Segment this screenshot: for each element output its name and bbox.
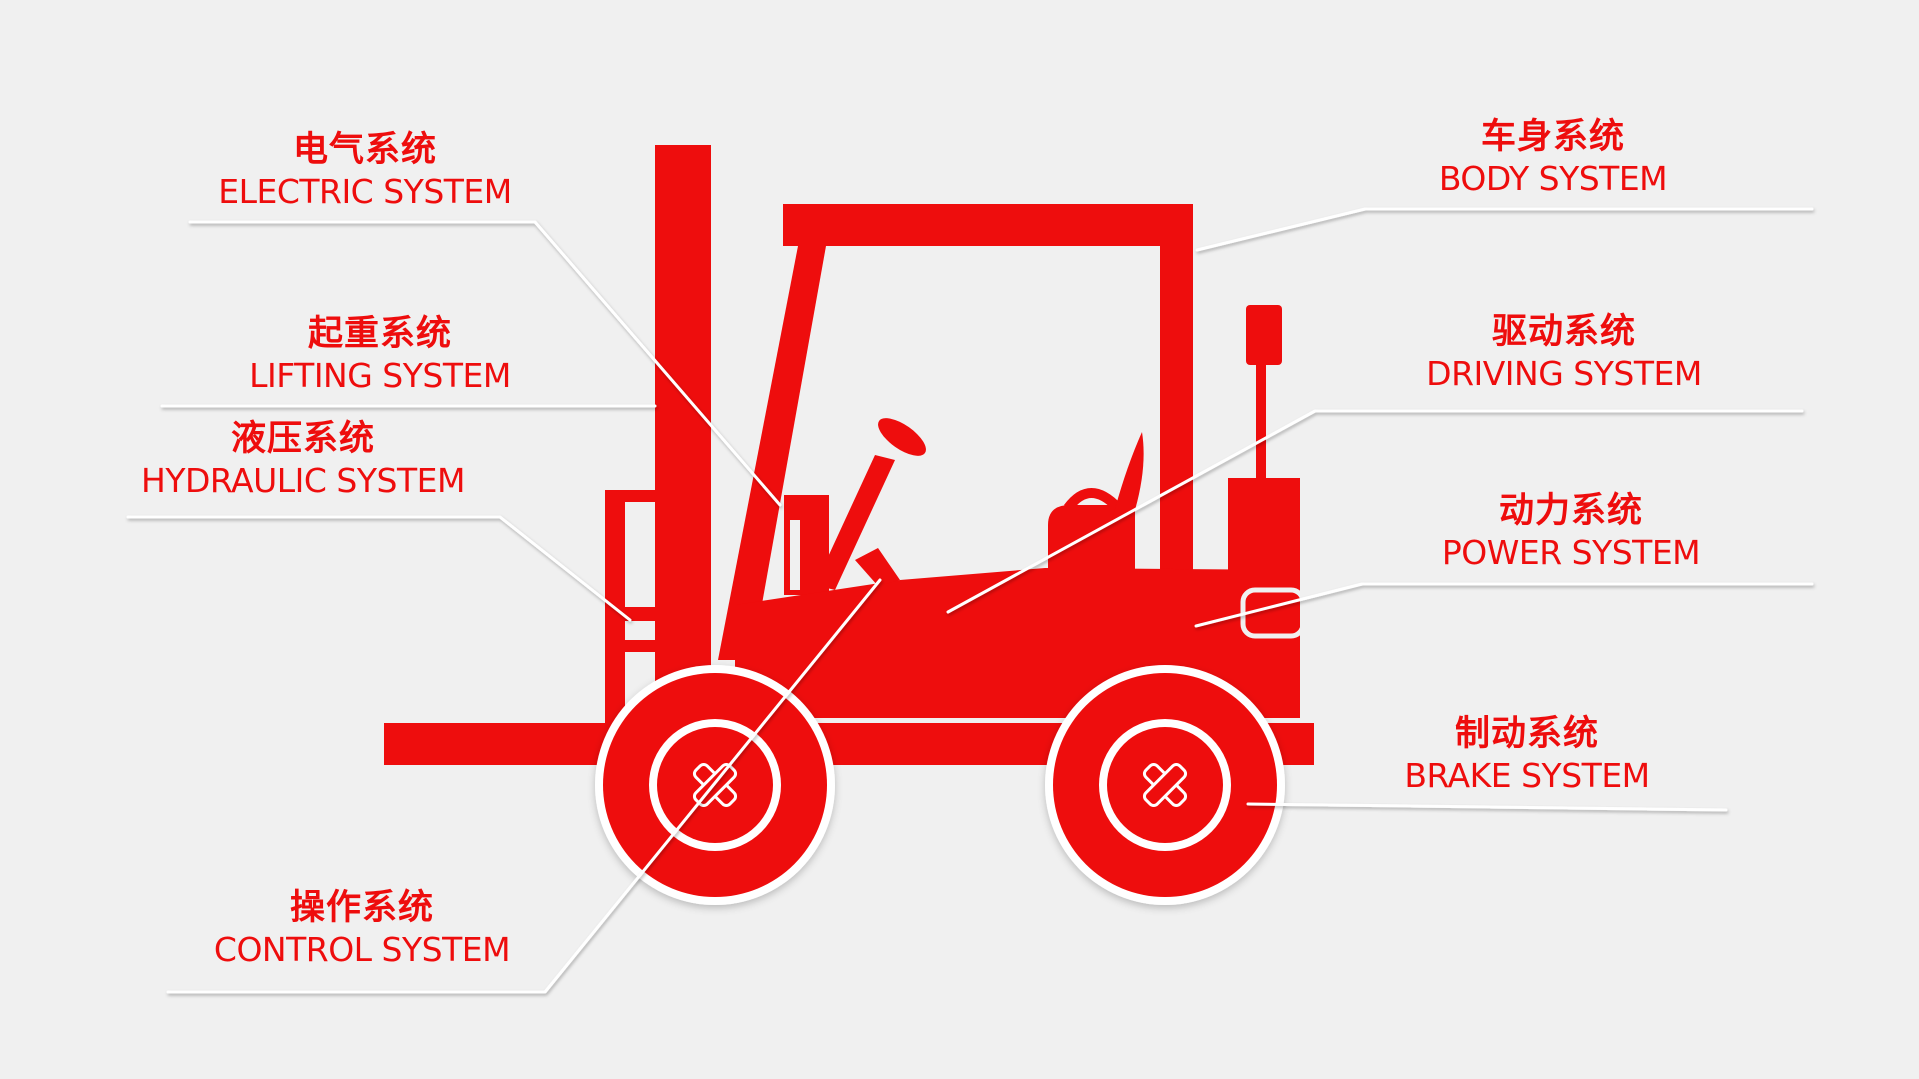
label-control-en: CONTROL SYSTEM [213,930,511,969]
label-power-system: 动力系统 POWER SYSTEM [1361,491,1781,572]
label-driving-cn: 驱动系统 [1491,312,1636,352]
rear-wheel [1045,665,1285,905]
label-lifting-system: 起重系统 LIFTING SYSTEM [170,314,590,395]
label-hydraulic-en: HYDRAULIC SYSTEM [141,461,465,500]
leader-line-body [1195,207,1814,252]
label-hydraulic-system: 液压系统 HYDRAULIC SYSTEM [93,419,513,500]
leader-line-control [166,578,882,994]
label-electric-en: ELECTRIC SYSTEM [218,172,512,211]
label-power-cn: 动力系统 [1498,491,1643,531]
leader-line-hydraulic [126,515,632,622]
label-driving-en: DRIVING SYSTEM [1426,354,1702,393]
forklift-counterweight [1228,478,1300,718]
label-lifting-en: LIFTING SYSTEM [249,356,511,395]
label-power-en: POWER SYSTEM [1441,533,1701,572]
label-body-en: BODY SYSTEM [1438,159,1668,198]
label-brake-system: 制动系统 BRAKE SYSTEM [1317,714,1737,795]
label-control-system: 操作系统 CONTROL SYSTEM [152,888,572,969]
forklift-steering-column [815,455,895,590]
label-hydraulic-cn: 液压系统 [230,419,375,459]
forklift-overhead-guard [783,204,1193,246]
forklift-mast [655,145,711,740]
label-electric-system: 电气系统 ELECTRIC SYSTEM [155,130,575,211]
forklift-exhaust [1256,335,1266,485]
leader-line-driving [946,409,1804,614]
label-lifting-cn: 起重系统 [307,314,452,354]
label-brake-en: BRAKE SYSTEM [1404,756,1650,795]
leader-line-power [1194,582,1814,628]
label-electric-cn: 电气系统 [292,130,437,170]
leader-line-electric [188,220,782,507]
leader-line-brake [1246,802,1728,812]
label-brake-cn: 制动系统 [1454,714,1599,754]
label-body-system: 车身系统 BODY SYSTEM [1343,117,1763,198]
label-driving-system: 驱动系统 DRIVING SYSTEM [1354,312,1774,393]
label-control-cn: 操作系统 [289,888,434,928]
label-body-cn: 车身系统 [1480,117,1625,157]
forklift-steering-wheel [878,418,926,456]
